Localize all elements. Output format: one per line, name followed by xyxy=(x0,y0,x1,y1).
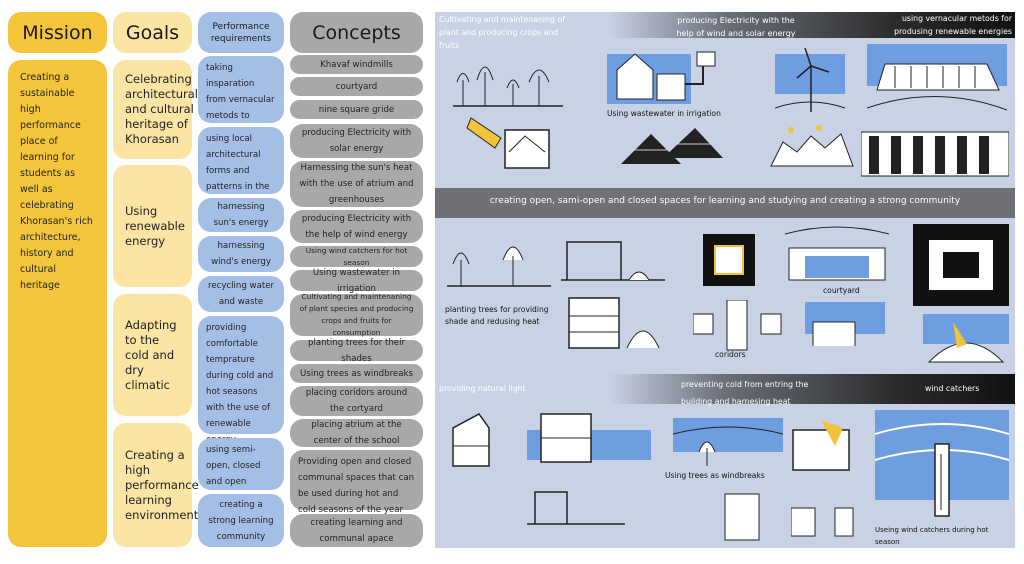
corridor-building-sketch xyxy=(568,297,660,349)
concept-item: Cultivating and maintenaning of plant sp… xyxy=(290,292,423,337)
requirements-header: Performance requirements xyxy=(198,12,284,53)
concept-item: courtyard xyxy=(290,77,423,96)
requirement-local-forms: using local architectural forms and patt… xyxy=(198,127,284,208)
windbreaks-caption: Using trees as windbreaks xyxy=(665,471,765,480)
goal-learning-environment: Creating a high performance learning env… xyxy=(113,423,199,547)
light-heat-band xyxy=(435,374,1015,404)
requirement-vernacular-methods: taking insparation from vernacular metod… xyxy=(198,56,284,169)
sunspace-greenhouse-sketch xyxy=(792,420,850,471)
concept-item: Khavaf windmills xyxy=(290,55,423,74)
concept-item: producing Electricity with the help of w… xyxy=(290,210,423,243)
concept-item: Using wastewater in irrigation xyxy=(290,268,423,294)
solar-greenhouse-sketch xyxy=(466,117,550,169)
concept-item: placing coridors around the cortyard xyxy=(290,386,423,416)
nine-square-grid-sketch xyxy=(703,234,755,286)
band3-right-caption: wind catchers xyxy=(925,384,980,393)
window-detail-sketch xyxy=(724,493,760,541)
band1-right-caption: using vernacular metods for produsing re… xyxy=(894,14,1012,36)
band1-middle-caption: producing Electricity with the help of w… xyxy=(676,16,796,38)
courtyard-section-sketch xyxy=(784,226,890,281)
energy-band xyxy=(435,12,1015,38)
requirement-learning-community: creating a strong learning community xyxy=(198,494,284,547)
concept-item: planting trees for their shades xyxy=(290,338,423,364)
goal-renewable-energy: Using renewable energy xyxy=(113,165,192,287)
greenhouse-atrium-sketch xyxy=(923,314,1009,363)
mission-statement: Creating a sustainable high performance … xyxy=(8,60,107,547)
band3-left-caption: providing natural light xyxy=(439,384,526,393)
band1-left-caption: Cultivating and maintenaning of plant an… xyxy=(439,15,565,50)
concepts-header: Concepts xyxy=(290,12,423,53)
vernacular-towers-sketch xyxy=(861,131,1009,177)
requirement-wind-energy: harnessing wind's energy xyxy=(198,236,284,272)
wastewater-caption: Using wastewater in irrigation xyxy=(607,109,721,118)
concept-item: placing atrium at the center of the scho… xyxy=(290,419,423,447)
concept-item: creating learning and communal apace xyxy=(290,514,423,547)
requirement-space-types: using semi-open, closed and open spaces xyxy=(198,438,284,503)
wind-turbine-sketch xyxy=(775,47,845,112)
concept-item: Using trees as windbreaks xyxy=(290,364,423,383)
concept-item: nine square gride xyxy=(290,100,423,119)
concept-item: Using wind catchers for hot season xyxy=(290,246,423,267)
courtyard-caption: courtyard xyxy=(823,286,860,295)
windcatchers-caption: Useing wind catchers during hot season xyxy=(875,526,989,546)
concept-sketch-panel: Cultivating and maintenaning of plant an… xyxy=(435,12,1015,548)
courtyard-plan-sketch xyxy=(913,224,1009,306)
natural-light-section-sketch xyxy=(452,413,490,467)
band3-middle-caption: preventing cold from entring the buildin… xyxy=(681,380,809,406)
requirement-sun-energy: harnessing sun's energy xyxy=(198,198,284,232)
mission-header: Mission xyxy=(8,12,107,53)
wastewater-house-sketch xyxy=(607,51,716,104)
concept-item: producing Electricity with solar energy xyxy=(290,124,423,158)
concept-item: Harnessing the sun's heat with the use o… xyxy=(290,161,423,207)
khavaf-windmills-sketch xyxy=(867,44,1007,111)
windbreak-trees-sketch xyxy=(673,418,783,466)
corridor-plan-sketch xyxy=(693,300,782,351)
trees-garden-sketch xyxy=(453,66,563,107)
requirement-recycling: recycling water and waste xyxy=(198,276,284,312)
coridors-caption: coridors xyxy=(715,350,746,359)
wind-catcher-sketch xyxy=(875,410,1009,517)
light-section-sketch xyxy=(527,491,625,525)
trees-caption: planting trees for providing shade and r… xyxy=(445,305,549,326)
sawtooth-roof-sketch xyxy=(770,125,854,167)
atrium-building-sketch xyxy=(527,413,651,463)
vent-detail-sketch xyxy=(791,507,854,537)
trees-shade-sketch xyxy=(805,302,885,346)
concept-item: Providing open and closed communal space… xyxy=(290,450,423,515)
requirement-comfortable-temperature: providing comfortable temprature during … xyxy=(198,316,284,445)
community-band xyxy=(435,188,1015,218)
band2-caption: creating open, sami-open and closed spac… xyxy=(489,196,961,206)
classroom-section-sketch xyxy=(561,241,665,281)
goals-header: Goals xyxy=(113,12,192,53)
goal-heritage: Celebrating architectural and cultural h… xyxy=(113,60,198,159)
goal-climate: Adapting to the cold and dry climatic xyxy=(113,294,192,416)
planting-trees-sketch xyxy=(447,246,551,287)
solar-panels-sketch xyxy=(621,128,723,164)
